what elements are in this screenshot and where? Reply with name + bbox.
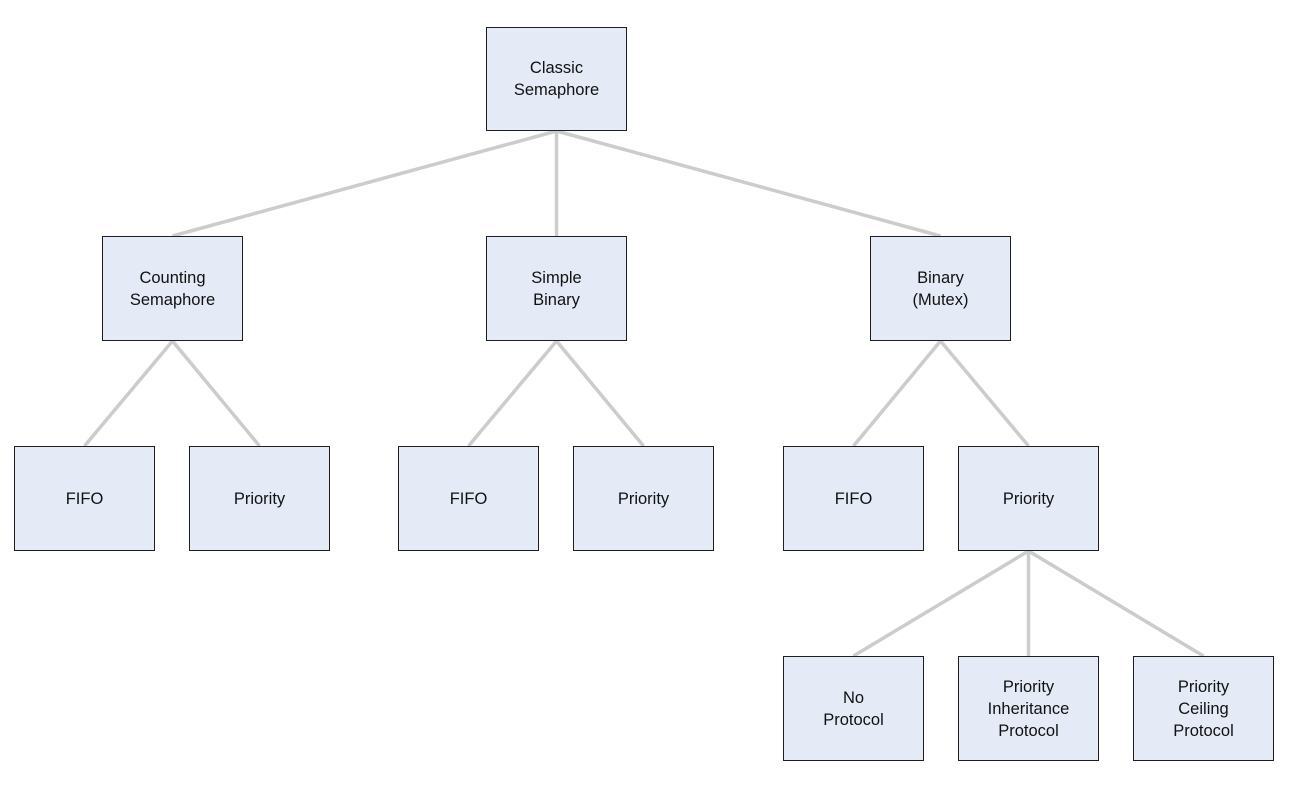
connector-line	[467, 339, 558, 448]
node-label: Classic Semaphore	[513, 59, 600, 99]
node-simple-priority: Priority	[573, 446, 714, 551]
node-counting-priority: Priority	[189, 446, 330, 551]
node-counting-semaphore: Counting Semaphore	[102, 236, 243, 341]
node-label: Priority	[1002, 489, 1055, 508]
connector-line	[83, 339, 174, 448]
node-binary-priority: Priority	[958, 446, 1099, 551]
connector-line	[939, 339, 1030, 448]
node-priority-ceiling-protocol: Priority Ceiling Protocol	[1133, 656, 1274, 761]
node-classic-semaphore: Classic Semaphore	[486, 27, 627, 131]
node-label: FIFO	[65, 489, 104, 508]
connector-line	[556, 129, 941, 238]
node-binary-mutex: Binary (Mutex)	[870, 236, 1011, 341]
node-simple-binary: Simple Binary	[486, 236, 627, 341]
node-no-protocol: No Protocol	[783, 656, 924, 761]
connector-line	[852, 549, 1030, 658]
node-label: Binary (Mutex)	[912, 268, 969, 309]
node-counting-fifo: FIFO	[14, 446, 155, 551]
connector-line	[172, 129, 557, 238]
node-label: Counting Semaphore	[129, 268, 216, 309]
node-label: Priority	[233, 489, 286, 508]
node-label: FIFO	[834, 489, 873, 508]
node-label: Priority Ceiling Protocol	[1173, 677, 1234, 740]
node-binary-fifo: FIFO	[783, 446, 924, 551]
node-label: No Protocol	[823, 688, 884, 729]
connector-line	[852, 339, 942, 448]
node-label: Priority	[617, 489, 670, 508]
connector-line	[171, 339, 261, 448]
node-label: Priority Inheritance Protocol	[987, 677, 1070, 740]
node-priority-inheritance-protocol: Priority Inheritance Protocol	[958, 656, 1099, 761]
node-label: FIFO	[449, 489, 488, 508]
connector-line	[1027, 549, 1205, 658]
node-label: Simple Binary	[531, 268, 582, 309]
connector-line	[555, 339, 645, 448]
node-simple-fifo: FIFO	[398, 446, 539, 551]
